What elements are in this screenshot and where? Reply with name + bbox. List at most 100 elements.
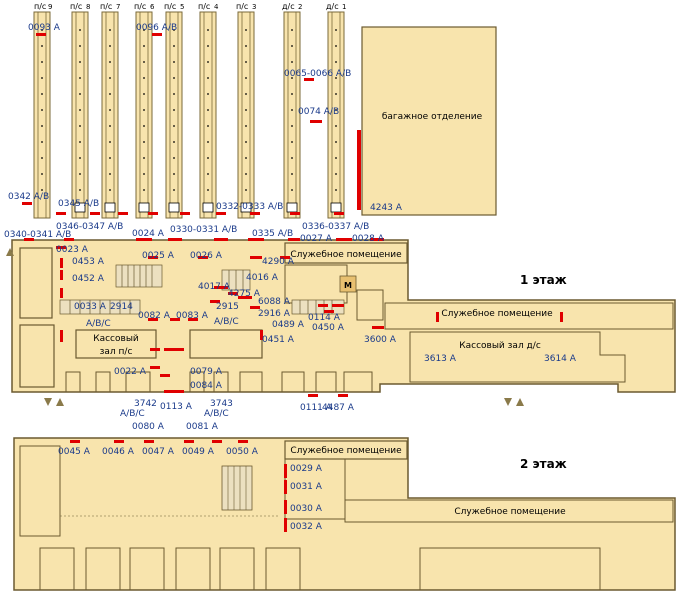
platform-6-type: п/с [134,2,146,11]
platform-2-type: д/с [282,2,295,11]
marker-56 [70,440,80,443]
marker-7 [118,212,128,215]
label-f1-5: 0345 А/В [58,199,99,209]
label-f2-2: 0045 А [58,447,91,457]
marker-61 [238,440,248,443]
label-f1-46: 0113 А [160,402,193,412]
label-f2-4: 0047 А [142,447,175,457]
metro-icon: М [344,281,352,290]
marker-45 [436,312,439,322]
marker-26 [250,256,262,259]
platform-5-number: 5 [180,3,184,11]
baggage-label: багажное отделение [382,112,483,122]
platform-1-type: д/с [326,2,339,11]
label-f2-6: 0050 А [226,447,259,457]
marker-50 [150,366,160,369]
marker-18 [214,238,228,241]
label-f1-33: А/В/С [86,319,111,329]
marker-34 [210,300,220,303]
label-f1-31: 0450 А [312,323,345,333]
platform-1-number: 1 [342,3,346,11]
marker-33 [238,296,252,299]
platform-6-number: 6 [150,3,155,11]
label-f1-35: 0083 А [176,311,209,321]
label-f1-47: 0111 А [300,403,333,413]
marker-21 [336,238,352,241]
platform-5-type: п/с [164,2,176,11]
turnstile-markers [22,33,563,532]
marker-29 [60,270,63,280]
platform-8-number: 8 [86,3,90,11]
platform-5-icon [168,202,180,213]
platform-6: п/с 6 [134,2,155,219]
marker-0 [36,33,46,36]
label-f1-45: 3743 [210,399,233,409]
marker-22 [370,238,384,241]
marker-57 [114,440,124,443]
label-f1-23: 4017 А [198,282,231,292]
label-f1-11: 0024 А [132,229,165,239]
marker-32 [228,292,238,295]
platform-4-type: п/с [198,2,210,11]
label-f1-41: 0022 А [114,367,147,377]
marker-3 [310,120,322,123]
label-f1-39: 3613 А [424,354,457,364]
marker-14 [24,238,34,241]
marker-5 [56,212,66,215]
label-f1-4: 0342 А/В [8,192,49,202]
platform-7-icon [104,202,116,213]
marker-28 [60,258,63,268]
marker-24 [148,256,158,259]
marker-41 [170,318,180,321]
platform-6-icon [138,202,150,213]
label-f1-17: 0025 А [142,251,175,261]
marker-6 [90,212,100,215]
marker-2 [304,78,314,81]
label-f1-6: 0346-0347 А/В [56,222,123,232]
label-f1-12: 0330-0331 А/В [170,225,237,235]
label-f1-27: 2915 [216,302,239,312]
marker-9 [180,212,190,215]
marker-48 [164,348,174,351]
marker-25 [198,256,208,259]
marker-40 [148,318,158,321]
platform-3-icon [240,202,252,213]
label-f1-30: 0114 А [308,313,341,323]
marker-4243 [357,130,361,210]
marker-38 [324,310,334,313]
marker-17 [168,238,182,241]
marker-12 [290,212,300,215]
marker-8 [148,212,158,215]
platform-5: п/с 5 [164,2,184,219]
label-f1-44: 3742 [134,399,157,409]
label-f1-9: 4243 А [370,203,403,213]
floor-2-label: 2 этаж [520,457,567,471]
service-room-label-f2-right: Служебное помещение [454,507,566,517]
label-f2-8: 0031 А [290,482,323,492]
marker-65 [284,518,287,532]
marker-63 [284,480,287,494]
label-f1-20: 4290 А [262,257,295,267]
label-f2-9: 0030 А [290,504,323,514]
label-f1-19: 0453 А [72,257,105,267]
label-f2-3: 0046 А [102,447,135,457]
label-f1-34: 0082 А [138,311,171,321]
ticket-hall-left-line1: Кассовый [93,334,139,344]
label-f1-50: А/В/С [204,409,229,419]
service-room-label-f1-right: Служебное помещение [441,309,553,319]
floor-1: М [11,239,676,393]
label-f1-10: 0340-0341 А/В [4,230,71,240]
marker-35 [250,306,260,309]
label-f1-25: 0033 А [74,302,107,312]
label-f1-1: 0096 А/В [136,23,177,33]
platform-1-icon [330,202,342,213]
platform-9-number: 9 [48,3,52,11]
marker-4 [22,202,32,205]
